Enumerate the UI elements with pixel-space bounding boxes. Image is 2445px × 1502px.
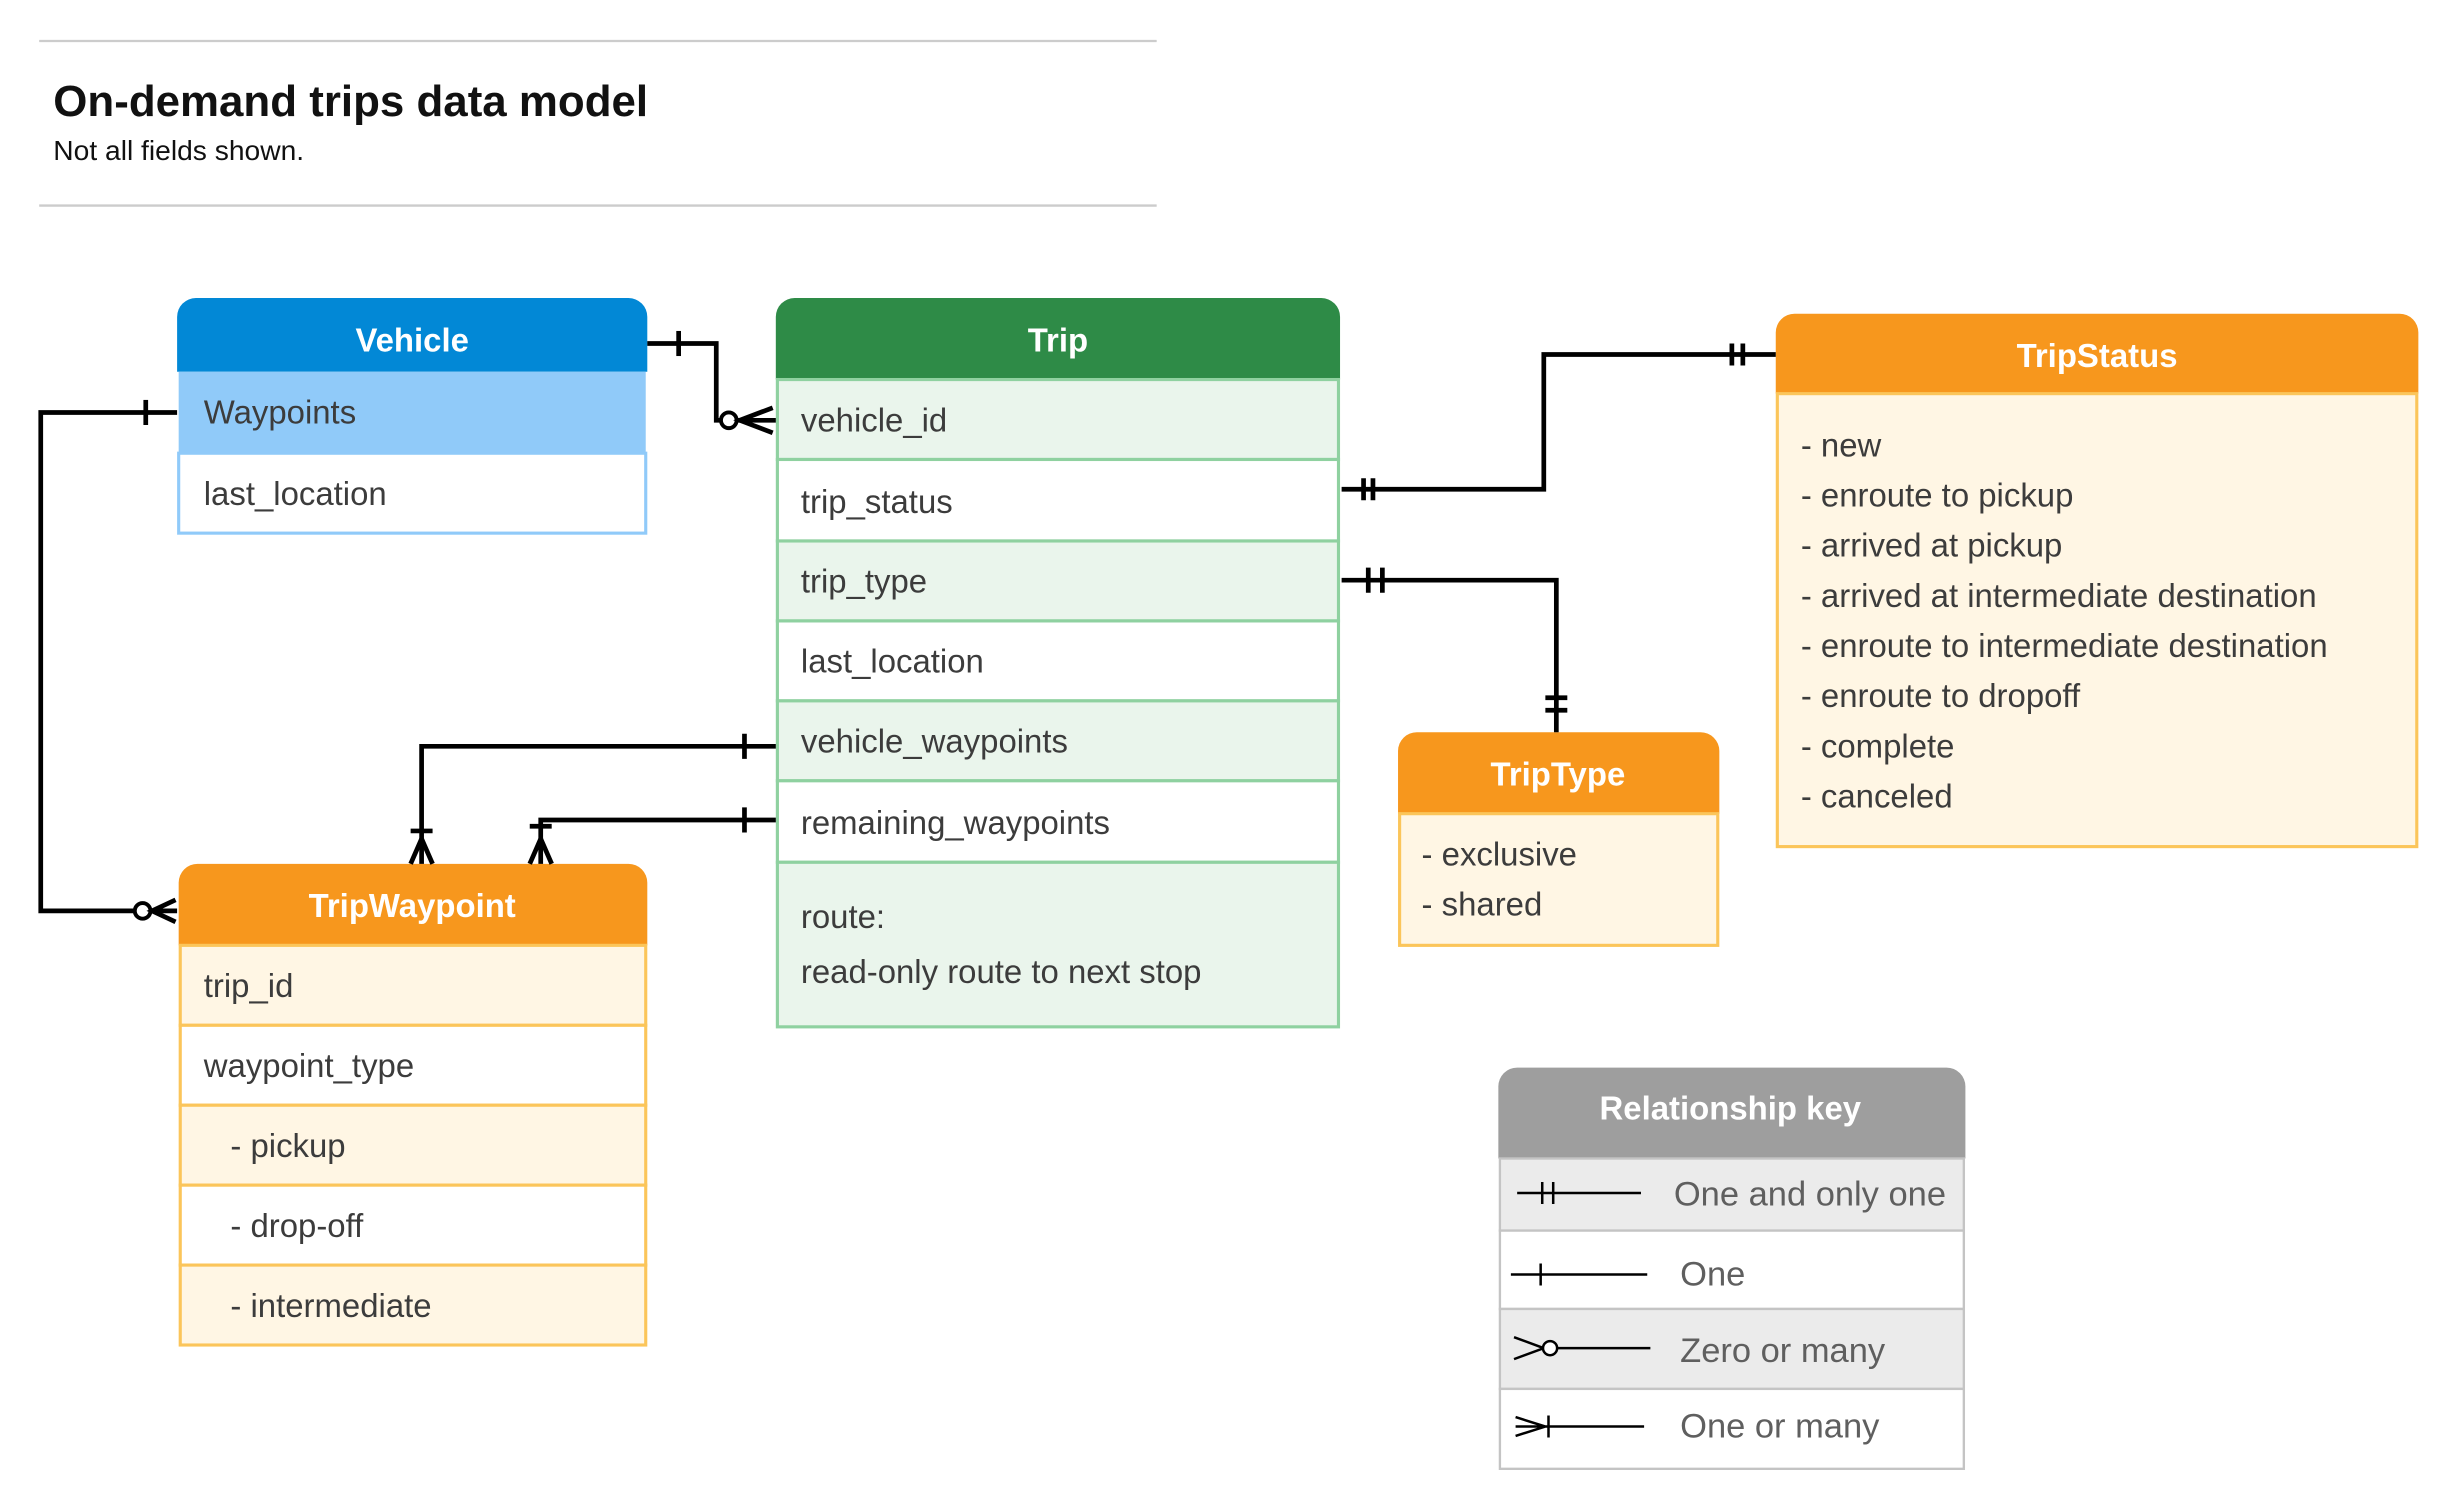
field-row [775, 779, 1341, 864]
field-label: waypoint_type [203, 1047, 414, 1084]
entity-title: Vehicle [355, 321, 468, 358]
field-label: vehicle_waypoints [801, 723, 1068, 760]
entity-header [177, 298, 648, 372]
zero-or-many-circle [1541, 1339, 1559, 1357]
field-label: - pickup [230, 1127, 345, 1164]
entity-title: TripType [1491, 755, 1626, 792]
entity-title: TripStatus [2017, 337, 2178, 374]
field-row [775, 860, 1341, 1029]
entity-header [1398, 732, 1720, 814]
enum-value: - new [1801, 426, 1882, 463]
enum-value: - enroute to dropoff [1801, 677, 2081, 714]
entity-header [1775, 313, 2419, 394]
field-row [177, 451, 648, 535]
one-or-many-icon [1515, 1415, 1645, 1438]
field-row [775, 619, 1341, 703]
one-and-only-one-icon [1517, 1182, 1641, 1204]
field-row [178, 1183, 648, 1267]
enum-value: - enroute to pickup [1801, 477, 2074, 514]
field-label: vehicle_id [801, 401, 947, 438]
connector-trip-tripstatus [1341, 343, 1776, 501]
field-label: last_location [801, 643, 984, 680]
entity-header [178, 863, 648, 946]
field-row [775, 457, 1341, 543]
connector-remaining-waypoints [527, 807, 776, 865]
field-row [178, 1263, 648, 1347]
field-label: trip_status [801, 483, 953, 520]
key-label: One or many [1680, 1407, 1880, 1445]
entity-title: Trip [1028, 321, 1088, 358]
field-row [775, 377, 1341, 462]
connector-vehicle-trip [647, 330, 776, 436]
field-label: remaining_waypoints [801, 804, 1110, 841]
field-row [178, 1023, 648, 1107]
field-label: last_location [204, 475, 387, 512]
page-title: On-demand trips data model [53, 77, 648, 126]
key-label: One [1680, 1255, 1745, 1293]
field-label: trip_id [204, 967, 294, 1004]
key-label: Zero or many [1680, 1332, 1886, 1370]
key-row [1498, 1157, 1966, 1232]
field-label: - intermediate [230, 1287, 431, 1324]
field-label: route: [801, 898, 885, 935]
field-row [775, 699, 1341, 783]
enum-value: - canceled [1801, 777, 1953, 814]
field-label: Waypoints [204, 393, 356, 430]
field-row [178, 371, 646, 454]
triptype-entity: TripType - exclusive - shared [1398, 732, 1720, 947]
enum-value: - arrived at pickup [1801, 527, 2063, 564]
field-row [178, 1103, 648, 1187]
tripstatus-entity: TripStatus - new - enroute to pickup - a… [1775, 313, 2419, 849]
field-row [775, 539, 1341, 623]
enum-value: - exclusive [1422, 835, 1577, 872]
field-label: trip_type [801, 563, 927, 600]
one-icon [1510, 1263, 1648, 1286]
enum-value: - arrived at intermediate destination [1801, 577, 2317, 614]
relationship-key: Relationship key One and only one One Ze… [1498, 1067, 1966, 1471]
connector-trip-triptype [1341, 567, 1568, 733]
page-subtitle: Not all fields shown. [53, 134, 304, 166]
field-description: read-only route to next stop [801, 953, 1202, 990]
key-title: Relationship key [1600, 1089, 1862, 1126]
connector-vehicle-tripwaypoint [38, 399, 178, 924]
key-label: One and only one [1674, 1176, 1946, 1214]
vehicle-entity: Vehicle Waypoints last_location [177, 298, 648, 535]
entity-body [1775, 392, 2419, 849]
key-row [1498, 1229, 1966, 1311]
key-header [1498, 1067, 1966, 1159]
field-label: - drop-off [230, 1207, 364, 1244]
trip-entity: Trip vehicle_id trip_status trip_type la… [775, 298, 1341, 1029]
entity-body [1398, 812, 1720, 947]
enum-value: - enroute to intermediate destination [1801, 627, 2328, 664]
enum-value: - complete [1801, 727, 1955, 764]
entity-title: TripWaypoint [309, 887, 516, 924]
entity-header [775, 298, 1341, 380]
tripwaypoint-entity: TripWaypoint trip_id waypoint_type - pic… [178, 863, 648, 1347]
enum-value: - shared [1422, 886, 1543, 923]
key-row [1498, 1387, 1966, 1471]
connector-vehicle-waypoints [408, 733, 776, 865]
